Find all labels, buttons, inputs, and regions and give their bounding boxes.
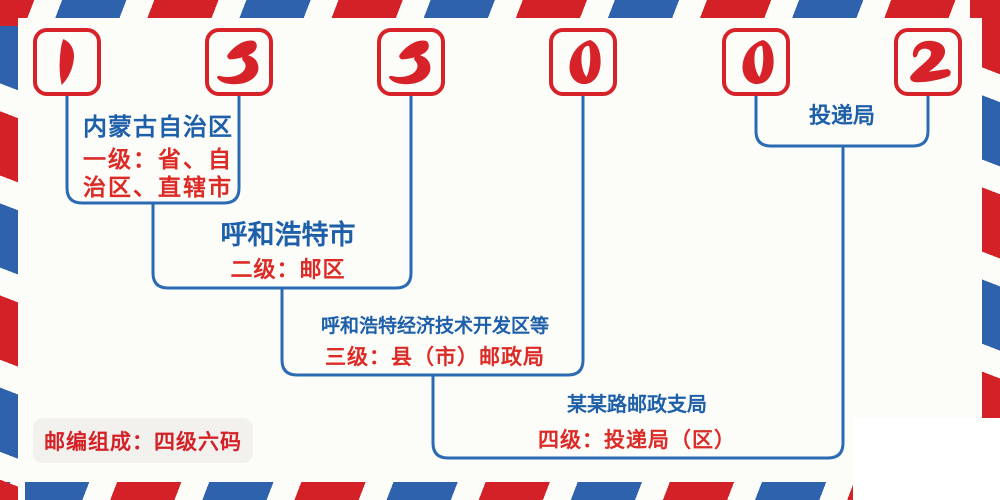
level-1-label: 内蒙古自治区 一级：省、自 治区、直辖市 xyxy=(58,113,258,202)
airmail-border-left xyxy=(0,18,18,500)
level-4-region: 某某路邮政支局 xyxy=(567,392,707,416)
airmail-border-top xyxy=(0,0,1000,18)
digit-5 xyxy=(742,39,774,85)
level-1-desc: 一级：省、自 治区、直辖市 xyxy=(83,146,233,201)
level-2-label: 呼和浩特市 二级：邮区 xyxy=(183,220,393,285)
delivery-office-text: 投递局 xyxy=(808,104,875,129)
digit-box-2 xyxy=(205,28,273,96)
level-3-desc: 三级：县（市）邮政局 xyxy=(325,344,545,369)
level-1-region: 内蒙古自治区 xyxy=(83,113,233,141)
digit-box-6 xyxy=(894,28,962,96)
digit-3 xyxy=(389,40,431,85)
digit-2 xyxy=(217,40,259,85)
delivery-office-label: 投递局 xyxy=(767,104,917,130)
digit-4 xyxy=(569,39,601,85)
corner-mask xyxy=(853,418,1000,500)
digit-box-4 xyxy=(549,28,617,96)
digit-1 xyxy=(59,39,75,85)
postal-code-composition-text: 邮编组成：四级六码 xyxy=(44,429,242,454)
digit-box-5 xyxy=(722,28,790,96)
postal-code-composition-badge: 邮编组成：四级六码 xyxy=(33,418,253,463)
level-4-label: 某某路邮政支局 四级：投递局（区） xyxy=(487,392,787,453)
airmail-border-bottom xyxy=(0,482,1000,500)
level-3-label: 呼和浩特经济技术开发区等 三级：县（市）邮政局 xyxy=(285,315,585,370)
level-3-region: 呼和浩特经济技术开发区等 xyxy=(320,315,549,337)
airmail-border-right xyxy=(982,18,1000,500)
level-4-desc: 四级：投递局（区） xyxy=(538,428,736,452)
level-2-region: 呼和浩特市 xyxy=(220,220,356,251)
level-2-desc: 二级：邮区 xyxy=(230,258,346,284)
digit-6 xyxy=(910,40,951,83)
digit-box-3 xyxy=(377,28,445,96)
digit-box-1 xyxy=(33,28,101,96)
